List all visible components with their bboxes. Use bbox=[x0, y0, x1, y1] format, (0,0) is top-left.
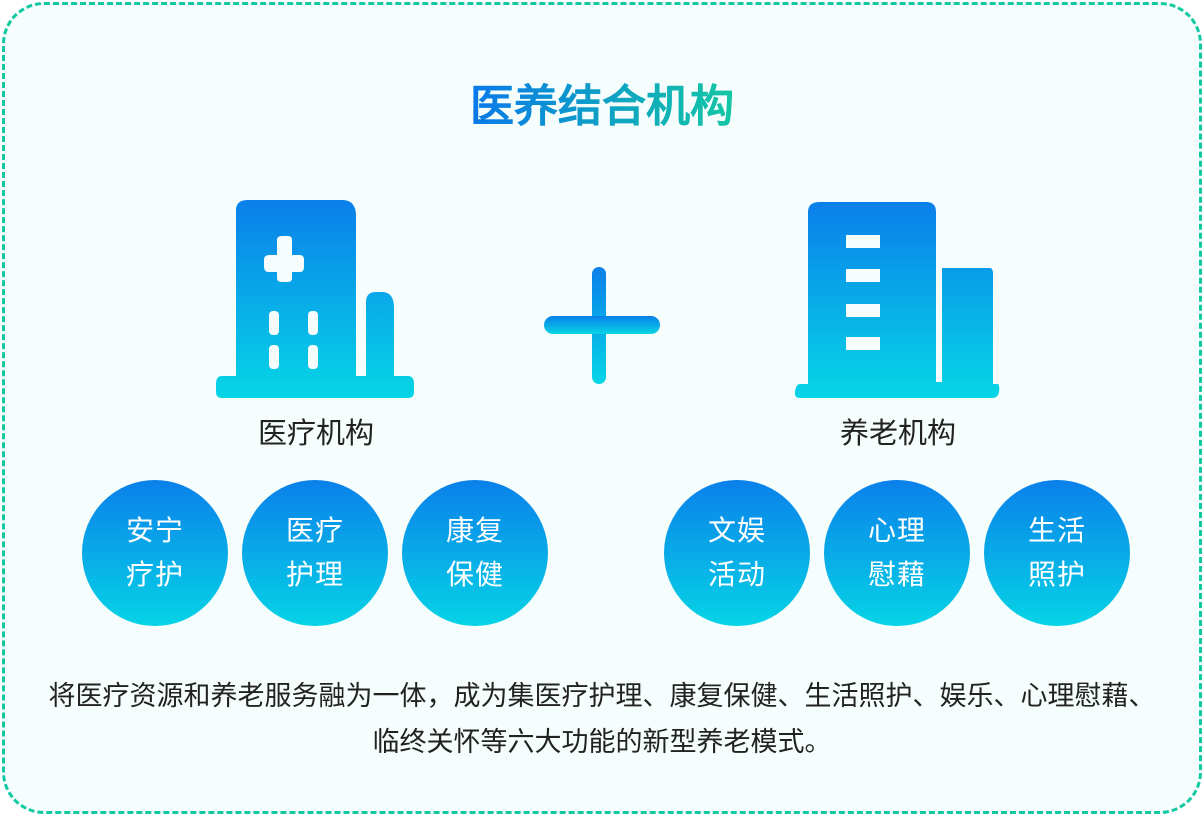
service-line: 医疗 bbox=[285, 514, 344, 547]
service-line: 护理 bbox=[285, 558, 344, 591]
service-line: 生活 bbox=[1027, 514, 1086, 547]
plus-icon bbox=[544, 267, 660, 384]
service-line: 心理 bbox=[867, 514, 926, 547]
service-line: 照护 bbox=[1027, 558, 1086, 591]
elderly-care-institution-label: 养老机构 bbox=[839, 416, 956, 450]
service-line: 疗护 bbox=[125, 558, 184, 591]
service-line: 安宁 bbox=[125, 514, 184, 547]
service-line: 慰藉 bbox=[867, 558, 926, 591]
service-recreation: 文娱活动 bbox=[664, 480, 810, 626]
service-psychological-comfort: 心理慰藉 bbox=[824, 480, 970, 626]
page-title: 医养结合机构 bbox=[0, 70, 1204, 134]
service-rehabilitation: 康复保健 bbox=[402, 480, 548, 626]
service-line: 活动 bbox=[707, 558, 766, 591]
service-line: 文娱 bbox=[707, 514, 766, 547]
hospital-building-icon bbox=[216, 200, 414, 398]
service-daily-care: 生活照护 bbox=[984, 480, 1130, 626]
service-line: 保健 bbox=[445, 558, 504, 591]
description: 将医疗资源和养老服务融为一体，成为集医疗护理、康复保健、生活照护、娱乐、心理慰藉… bbox=[48, 681, 1156, 758]
service-medical-care: 医疗护理 bbox=[242, 480, 388, 626]
office-building-icon bbox=[794, 202, 1000, 398]
service-hospice-care: 安宁疗护 bbox=[82, 480, 228, 626]
medical-institution-label: 医疗机构 bbox=[257, 416, 374, 450]
service-line: 康复 bbox=[445, 514, 504, 547]
